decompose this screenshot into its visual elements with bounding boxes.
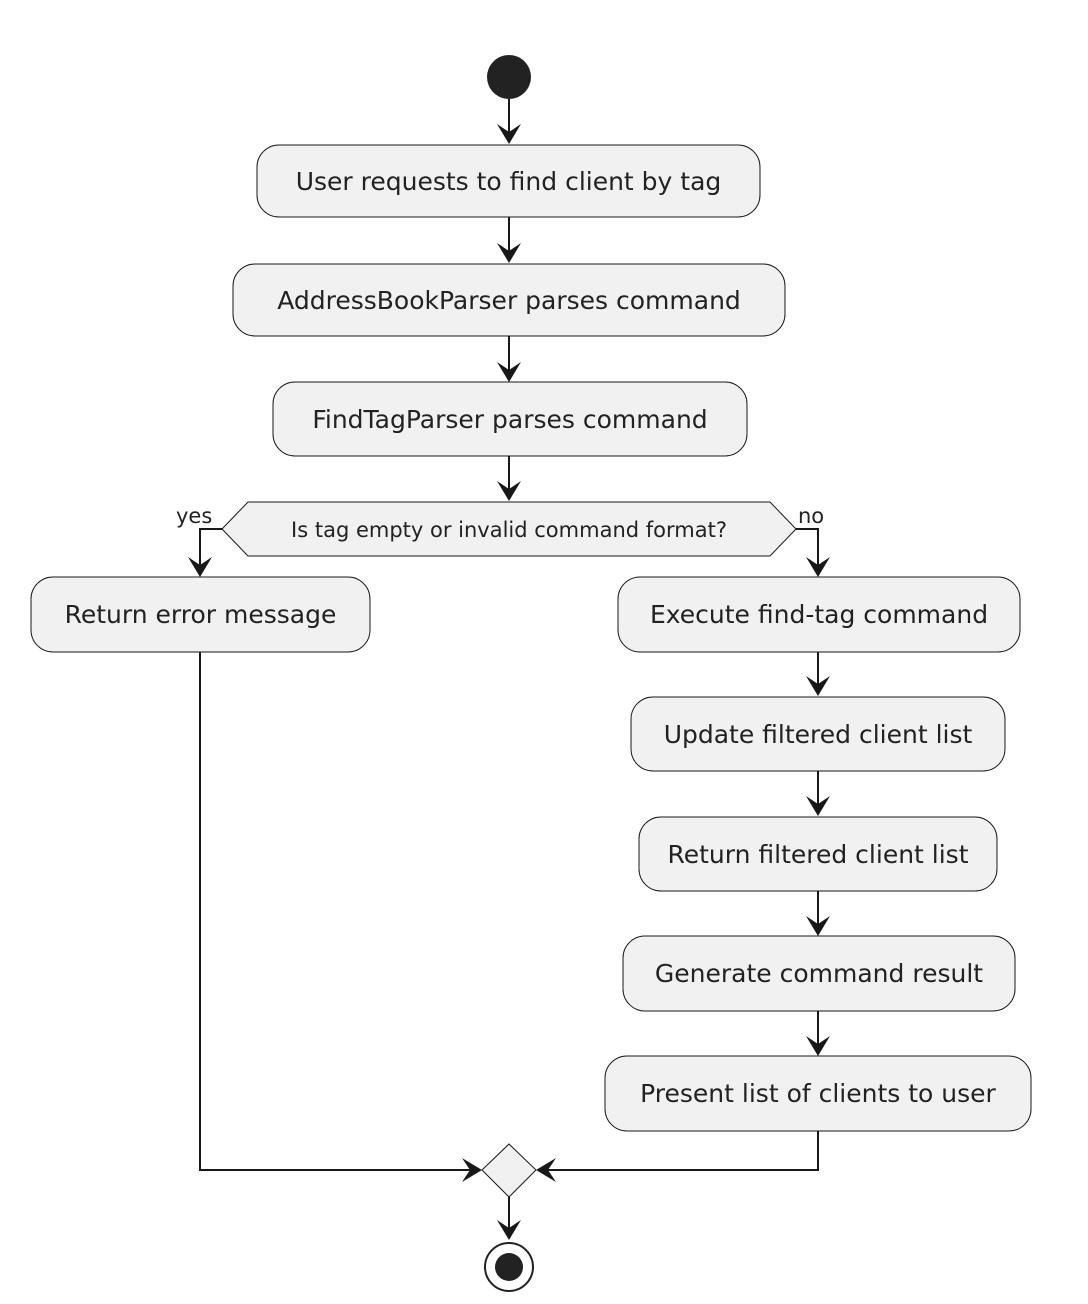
decision-tag-valid: Is tag empty or invalid command format? (221, 501, 797, 557)
svg-text:Generate command result: Generate command result (655, 959, 983, 988)
start-node (487, 55, 531, 99)
action-addressbook-parser: AddressBookParser parses command (232, 263, 786, 337)
edge-findtagparser-to-decision (497, 456, 521, 501)
svg-text:AddressBookParser parses comma: AddressBookParser parses command (277, 286, 741, 315)
action-user-request: User requests to find client by tag (256, 144, 761, 218)
svg-text:Return error message: Return error message (65, 600, 337, 629)
edge-addressparser-to-findtagparser (497, 336, 521, 382)
action-present-clients: Present list of clients to user (604, 1055, 1032, 1132)
action-findtag-parser: FindTagParser parses command (272, 381, 748, 457)
svg-text:Update filtered client list: Update filtered client list (664, 720, 973, 749)
action-execute-findtag: Execute find-tag command (617, 576, 1021, 653)
svg-text:Present list of clients to use: Present list of clients to user (640, 1079, 996, 1108)
action-return-error: Return error message (30, 576, 371, 653)
svg-text:Return filtered client list: Return filtered client list (667, 840, 968, 869)
svg-text:User requests to find client b: User requests to find client by tag (296, 167, 722, 196)
edge-error-to-merge (199, 652, 482, 1182)
svg-text:Is tag empty or invalid comman: Is tag empty or invalid command format? (291, 518, 727, 542)
action-return-filtered-list: Return filtered client list (638, 816, 998, 892)
end-node (484, 1242, 534, 1292)
edge-merge-to-end (497, 1197, 521, 1240)
edge-execute-to-update (806, 652, 830, 696)
edge-decision-yes (188, 528, 222, 577)
edge-request-to-addressparser (497, 217, 521, 263)
branch-label-no: no (798, 504, 824, 528)
edge-return-to-generate (806, 891, 830, 936)
svg-text:Execute find-tag command: Execute find-tag command (650, 600, 988, 629)
edge-decision-no (796, 528, 830, 577)
edge-generate-to-present (806, 1011, 830, 1056)
action-generate-result: Generate command result (622, 935, 1016, 1012)
branch-label-yes: yes (176, 504, 212, 528)
edge-update-to-return (806, 771, 830, 816)
action-update-filtered-list: Update filtered client list (630, 696, 1006, 772)
svg-text:FindTagParser parses command: FindTagParser parses command (312, 405, 707, 434)
edge-start-to-request (497, 99, 521, 144)
edge-present-to-merge (536, 1131, 819, 1182)
